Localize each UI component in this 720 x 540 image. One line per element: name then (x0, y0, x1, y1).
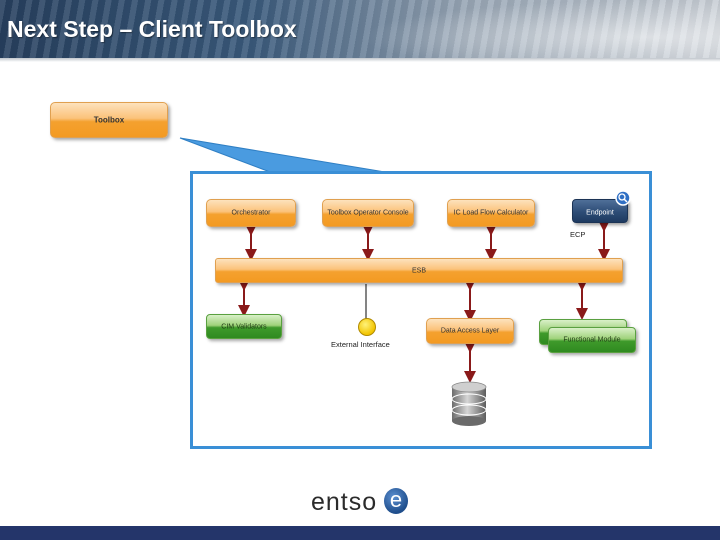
header-banner (0, 0, 720, 62)
entsoe-logo-mark: e (384, 488, 408, 514)
header-edge (0, 58, 720, 62)
data-access-layer-label: Data Access Layer (440, 327, 500, 335)
functional-module-label: Functional Module (563, 336, 621, 344)
toolbox-box: Toolbox (50, 102, 168, 138)
operator-console-box: Toolbox Operator Console (322, 199, 414, 227)
magnifier-icon (615, 190, 631, 206)
load-flow-calculator-label: IC Load Flow Calculator (453, 209, 529, 217)
operator-console-label: Toolbox Operator Console (327, 209, 409, 217)
external-interface-label: External Interface (331, 340, 390, 349)
endpoint-label: Endpoint (586, 209, 614, 217)
page-title: Next Step – Client Toolbox (7, 16, 297, 42)
cim-validators-label: CIM Validators (221, 323, 267, 330)
toolbox-label: Toolbox (93, 115, 125, 125)
cim-validators-box: CIM Validators (206, 314, 282, 339)
entsoe-logo-text: entso (311, 488, 378, 516)
functional-module-box: Functional Module (548, 327, 636, 353)
header-shade (360, 0, 720, 62)
load-flow-calculator-box: IC Load Flow Calculator (447, 199, 535, 227)
orchestrator-box: Orchestrator (206, 199, 296, 227)
footer-bar (0, 526, 720, 540)
esb-label: ESB (411, 267, 426, 274)
orchestrator-label: Orchestrator (231, 209, 271, 217)
database-icon (451, 381, 487, 426)
esb-bar: ESB (215, 258, 623, 283)
data-access-layer-box: Data Access Layer (426, 318, 514, 344)
external-interface-node (358, 318, 376, 336)
ecp-label: ECP (570, 230, 586, 239)
